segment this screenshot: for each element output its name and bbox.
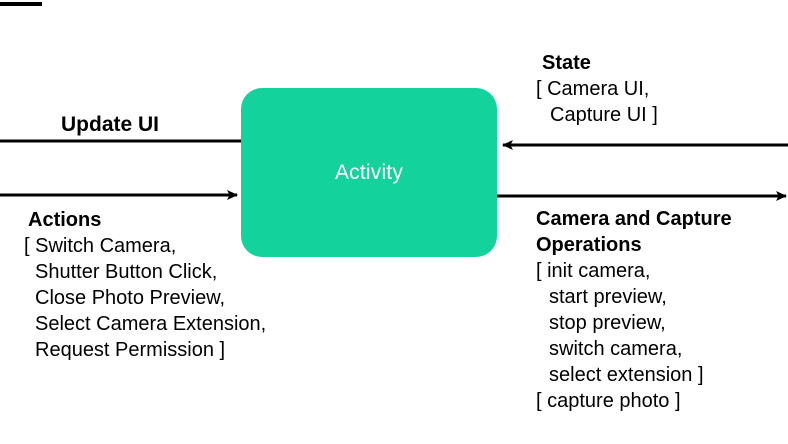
camera-operations-item: [ capture photo ] bbox=[536, 390, 681, 412]
actions-item: Shutter Button Click, bbox=[35, 261, 218, 283]
camera-operations-heading: Operations bbox=[536, 234, 642, 256]
actions-item: [ Switch Camera, bbox=[24, 235, 177, 257]
state-item: Capture UI ] bbox=[550, 104, 658, 126]
camera-operations-item: [ init camera, bbox=[536, 260, 651, 282]
camera-operations-item: start preview, bbox=[549, 286, 667, 308]
flow-label-state: State [ Camera UI, Capture UI ] bbox=[536, 50, 658, 128]
actions-item: Close Photo Preview, bbox=[35, 287, 226, 309]
activity-node[interactable]: Activity bbox=[241, 88, 497, 257]
state-heading: State bbox=[542, 52, 591, 74]
flow-label-camera-operations: Camera and Capture Operations [ init cam… bbox=[536, 206, 732, 414]
activity-node-label: Activity bbox=[334, 160, 404, 184]
top-left-rule bbox=[0, 2, 42, 6]
camera-operations-item: switch camera, bbox=[549, 338, 683, 360]
flow-label-update-ui: Update UI bbox=[61, 113, 160, 136]
actions-heading: Actions bbox=[28, 209, 102, 231]
camera-operations-heading: Camera and Capture bbox=[536, 208, 732, 230]
flow-label-actions: Actions [ Switch Camera, Shutter Button … bbox=[24, 207, 266, 363]
camera-operations-item: select extension ] bbox=[549, 364, 704, 386]
actions-item: Request Permission ] bbox=[35, 339, 226, 361]
camera-operations-item: stop preview, bbox=[549, 312, 666, 334]
state-item: [ Camera UI, bbox=[536, 78, 650, 100]
actions-item: Select Camera Extension, bbox=[35, 313, 267, 335]
